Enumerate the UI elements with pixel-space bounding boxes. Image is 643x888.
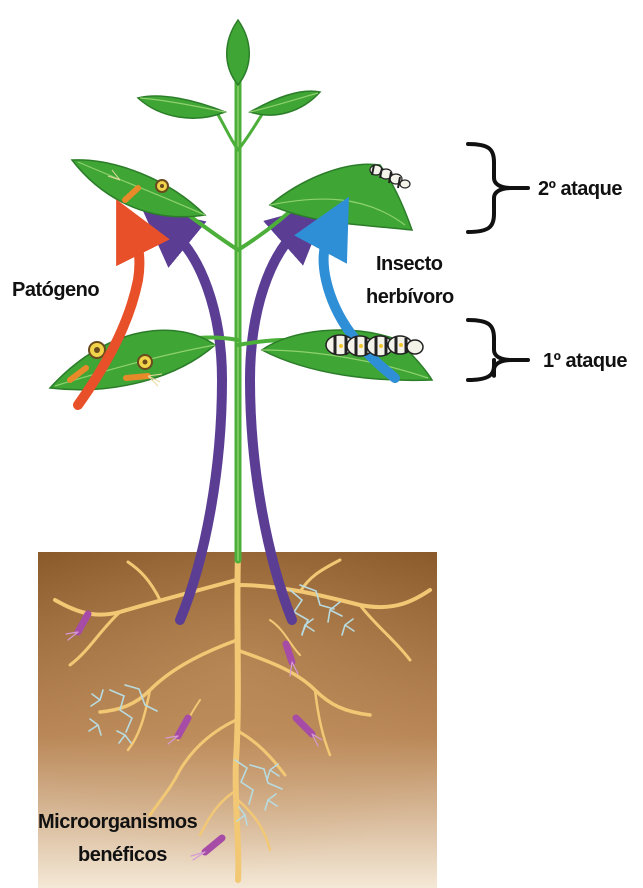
plant-stem bbox=[160, 70, 318, 560]
bracket-first-attack bbox=[468, 320, 512, 376]
label-pathogen: Patógeno bbox=[12, 279, 99, 301]
label-first-attack: 1º ataque bbox=[543, 350, 627, 372]
label-second-attack: 2º ataque bbox=[538, 178, 622, 200]
label-insect-line1: Insecto bbox=[376, 253, 443, 275]
label-microbes-line1: Microorganismos bbox=[38, 811, 198, 833]
bracket-icon bbox=[468, 144, 528, 380]
leaf-lower-left bbox=[50, 330, 215, 389]
label-insect-line2: herbívoro bbox=[366, 286, 454, 308]
label-microbes-line2: benéficos bbox=[78, 844, 167, 866]
leaf-bud bbox=[227, 20, 250, 85]
bracket-second-attack bbox=[468, 144, 512, 232]
